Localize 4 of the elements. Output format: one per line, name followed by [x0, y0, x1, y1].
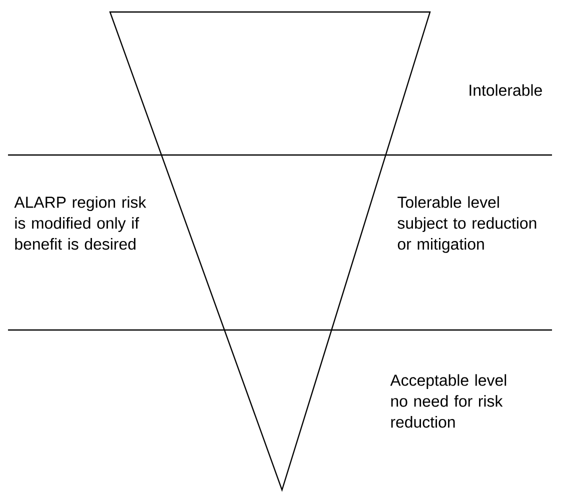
- region-label: Tolerable level subject to reduction or mitigation: [398, 196, 536, 253]
- region-label: Intolerable: [470, 84, 542, 96]
- region-label: ALARP region risk is modified only if benefit is desired: [14, 196, 146, 250]
- region-label: Acceptable level no need for risk reduction: [390, 374, 506, 428]
